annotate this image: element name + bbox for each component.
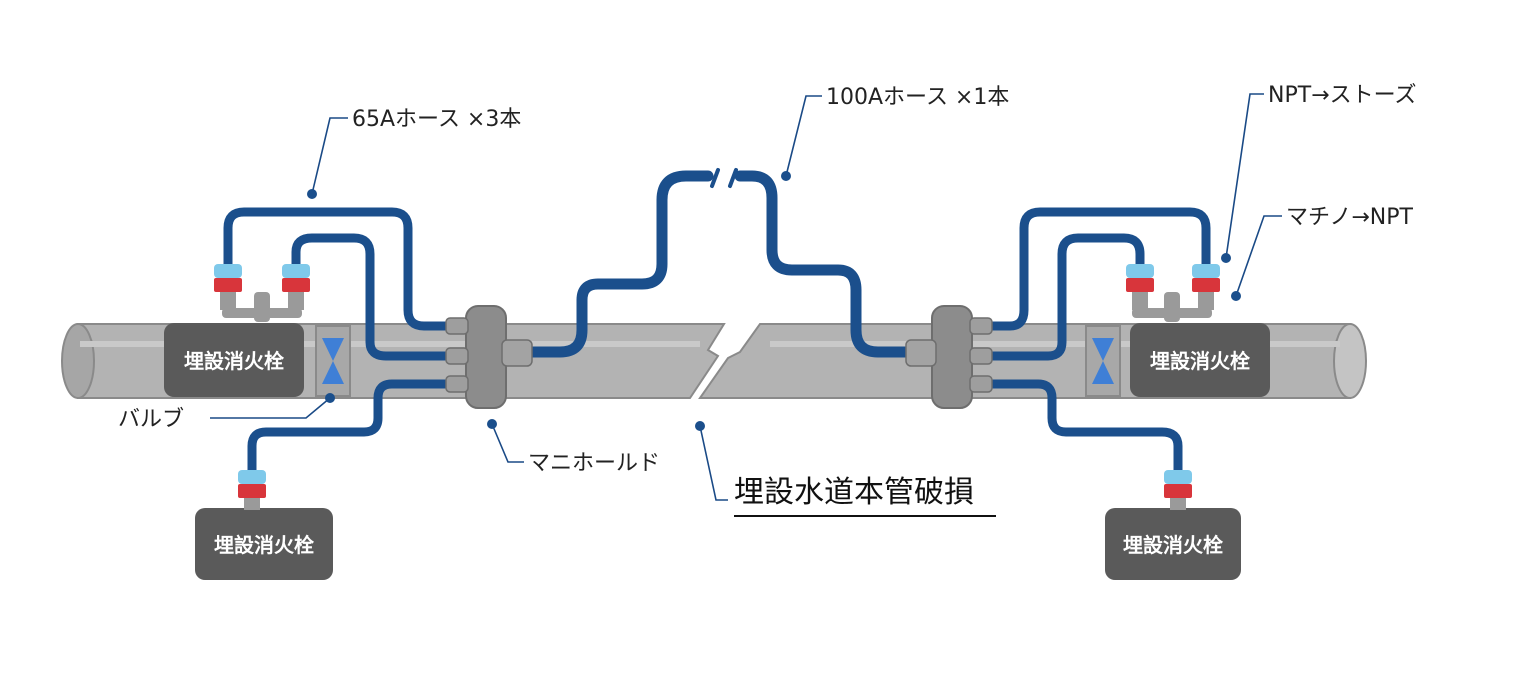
pipe-right-end bbox=[1333, 323, 1367, 399]
hydrant-left-main: 埋設消火栓 bbox=[164, 323, 304, 397]
hose-coupling-icon bbox=[238, 470, 266, 510]
label-hose-65a: 65Aホース ×3本 bbox=[352, 107, 521, 132]
label-npt-strainer: NPT→ストーズ bbox=[1268, 83, 1417, 108]
hose-coupling-icon bbox=[214, 264, 310, 322]
pipe-left-end bbox=[61, 323, 95, 399]
hose-coupling-icon bbox=[1126, 264, 1220, 322]
hose-left-bottom bbox=[247, 379, 457, 475]
hydrant-left-bottom: 埋設消火栓 bbox=[195, 508, 333, 580]
butterfly-valve-icon bbox=[315, 325, 351, 397]
hose-100a bbox=[522, 170, 714, 358]
label-machino-npt: マチノ→NPT bbox=[1286, 205, 1413, 230]
hydrant-left-main-label: 埋設消火栓 bbox=[184, 349, 284, 373]
leader-lines bbox=[210, 93, 1282, 501]
hose-100a-right bbox=[734, 170, 916, 358]
hose-left-2 bbox=[291, 233, 457, 361]
hoses bbox=[223, 170, 1211, 475]
manifold-icon bbox=[445, 305, 533, 409]
hydrant-right-main-label: 埋設消火栓 bbox=[1150, 349, 1250, 373]
hydrant-right-main: 埋設消火栓 bbox=[1130, 323, 1270, 397]
hose-coupling-icon bbox=[1164, 470, 1192, 510]
label-valve: バルブ bbox=[118, 407, 184, 432]
hose-left-1 bbox=[223, 207, 457, 331]
manifold-icon bbox=[905, 305, 993, 409]
label-hose-100a: 100Aホース ×1本 bbox=[826, 85, 1009, 110]
hydrant-right-bottom: 埋設消火栓 bbox=[1105, 508, 1241, 580]
hose-right-bottom bbox=[983, 379, 1183, 475]
label-manifold: マニホールド bbox=[528, 451, 660, 476]
hose-right-1 bbox=[983, 207, 1211, 331]
hydrant-left-bottom-label: 埋設消火栓 bbox=[214, 533, 314, 557]
hose-right-2 bbox=[983, 233, 1145, 361]
pipe-break-icon bbox=[710, 168, 738, 188]
label-title: 埋設水道本管破損 bbox=[734, 475, 974, 510]
butterfly-valve-icon bbox=[1085, 325, 1121, 397]
hydrant-right-bottom-label: 埋設消火栓 bbox=[1123, 533, 1223, 557]
